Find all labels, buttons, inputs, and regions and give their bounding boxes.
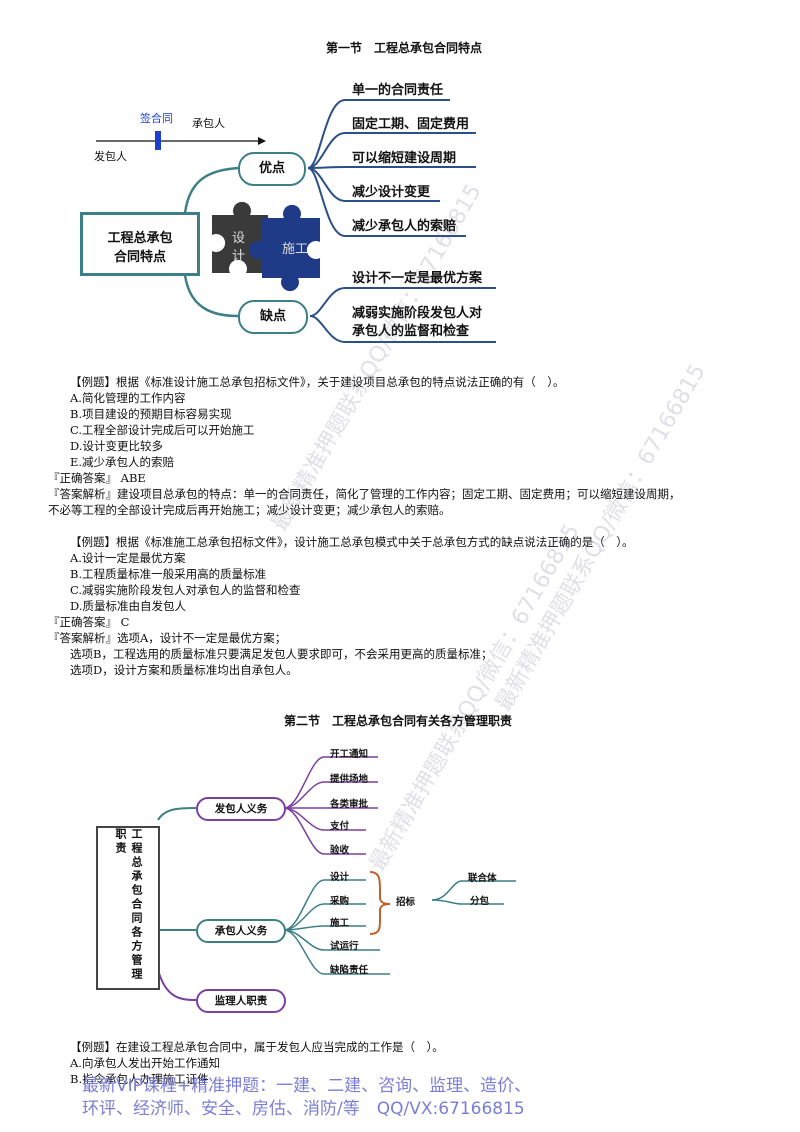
example1-option: A.简化管理的工作内容 xyxy=(70,391,186,405)
footer-line: 环评、经济师、安全、房估、消防/等 QQ/VX:67166815 xyxy=(82,1099,525,1119)
example1-analysis: 『答案解析』建设项目总承包的特点：单一的合同责任，简化了管理的工作内容；固定工期… xyxy=(48,487,681,501)
section2-heading: 第二节 工程总承包合同有关各方管理职责 xyxy=(284,714,513,728)
puzzle-icon xyxy=(212,201,320,292)
contractor-duty-item: 试运行 xyxy=(330,941,359,952)
example2-analysis: 选项B，工程选用的质量标准只要满足发包人要求即可，不会采用更高的质量标准； xyxy=(70,647,493,661)
advantage-item: 减少承包人的索赔 xyxy=(352,219,457,234)
contractor-duty-item: 施工 xyxy=(330,918,350,929)
employer-duties-node: 发包人义务 xyxy=(196,797,286,821)
example1-analysis: 不必等工程的全部设计完成后再开始施工；减少设计变更；减少承包人的索赔。 xyxy=(48,503,451,517)
puzzle-left-label: 设计 xyxy=(232,231,246,264)
disadvantages-node: 缺点 xyxy=(238,300,308,334)
example1-option: E.减少承包人的索赔 xyxy=(70,455,175,469)
center-label-line1: 工程总承包 xyxy=(107,231,173,246)
example1-option: C.工程全部设计完成后可以开始施工 xyxy=(70,423,255,437)
section2-root-box: 工程总承包合同各方管理职责 xyxy=(96,826,160,990)
employer-duty-item: 验收 xyxy=(330,845,350,856)
supervisor-duties-node: 监理人职责 xyxy=(196,989,286,1013)
example2-option: B.工程质量标准一般采用高的质量标准 xyxy=(70,567,267,581)
contractor-duties-node: 承包人义务 xyxy=(196,919,286,943)
section1-heading: 第一节 工程总承包合同特点 xyxy=(326,41,483,55)
signing-label: 签合同 xyxy=(140,112,173,125)
example2-option: A.设计一定是最优方案 xyxy=(70,551,186,565)
advantage-item: 单一的合同责任 xyxy=(352,83,444,98)
mindmap2-connectors xyxy=(157,756,516,1001)
example2-option: C.减弱实施阶段发包人对承包人的监督和检查 xyxy=(70,583,301,597)
example2-answer: 『正确答案』 C xyxy=(48,615,130,629)
example1-answer: 『正确答案』 ABE xyxy=(48,471,146,485)
bidding-item: 联合体 xyxy=(468,873,497,884)
footer-line: 最新VIP课程+精准押题：一建、二建、咨询、监理、造价、 xyxy=(82,1076,532,1096)
example1-option: B.项目建设的预期目标容易实现 xyxy=(70,407,232,421)
example2-analysis: 『答案解析』选项A，设计不一定是最优方案； xyxy=(48,631,287,645)
section2-root-label: 工程总承包合同各方管理职责 xyxy=(114,828,143,982)
center-box: 工程总承包 合同特点 xyxy=(80,212,200,276)
example1-question: 【例题】根据《标准设计施工总承包招标文件》，关于建设项目总承包的特点说法正确的有… xyxy=(70,375,565,389)
contractor-duty-item: 设计 xyxy=(330,872,350,883)
example3-option: B.指令承包人办理施工证件 xyxy=(70,1072,209,1086)
disadvantage-item: 承包人的监督和检查 xyxy=(352,324,470,339)
example2-question: 【例题】根据《标准施工总承包招标文件》，设计施工总承包模式中关于总承包方式的缺点… xyxy=(70,535,634,549)
advantage-item: 固定工期、固定费用 xyxy=(352,117,470,132)
advantage-item: 减少设计变更 xyxy=(352,185,431,200)
bidding-item: 分包 xyxy=(470,896,490,907)
advantages-node: 优点 xyxy=(238,152,306,186)
disadvantage-item: 设计不一定是最优方案 xyxy=(352,271,483,286)
center-label-line2: 合同特点 xyxy=(113,250,166,265)
contractor-duty-item: 缺陷责任 xyxy=(330,965,369,976)
employer-duty-item: 提供场地 xyxy=(330,774,369,785)
mindmap1-connectors xyxy=(96,99,496,343)
example2-analysis: 选项D，设计方案和质量标准均出自承包人。 xyxy=(70,663,298,677)
employer-duty-item: 各类审批 xyxy=(330,799,369,810)
example2-option: D.质量标准由自发包人 xyxy=(70,599,186,613)
puzzle-right-label: 施工 xyxy=(282,242,309,257)
contractor-duty-item: 采购 xyxy=(330,896,350,907)
example3-option: A.向承包人发出开始工作通知 xyxy=(70,1056,220,1070)
example3-question: 【例题】在建设工程总承包合同中，属于发包人应当完成的工作是（ ）。 xyxy=(70,1040,444,1054)
bidding-label: 招标 xyxy=(396,897,416,908)
contractor-timeline-label: 承包人 xyxy=(192,117,225,130)
employer-duty-item: 支付 xyxy=(330,821,350,832)
advantage-item: 可以缩短建设周期 xyxy=(352,151,457,166)
example1-option: D.设计变更比较多 xyxy=(70,439,163,453)
employer-timeline-label: 发包人 xyxy=(94,150,127,163)
employer-duty-item: 开工通知 xyxy=(330,749,369,760)
disadvantage-item: 减弱实施阶段发包人对 xyxy=(352,306,483,321)
